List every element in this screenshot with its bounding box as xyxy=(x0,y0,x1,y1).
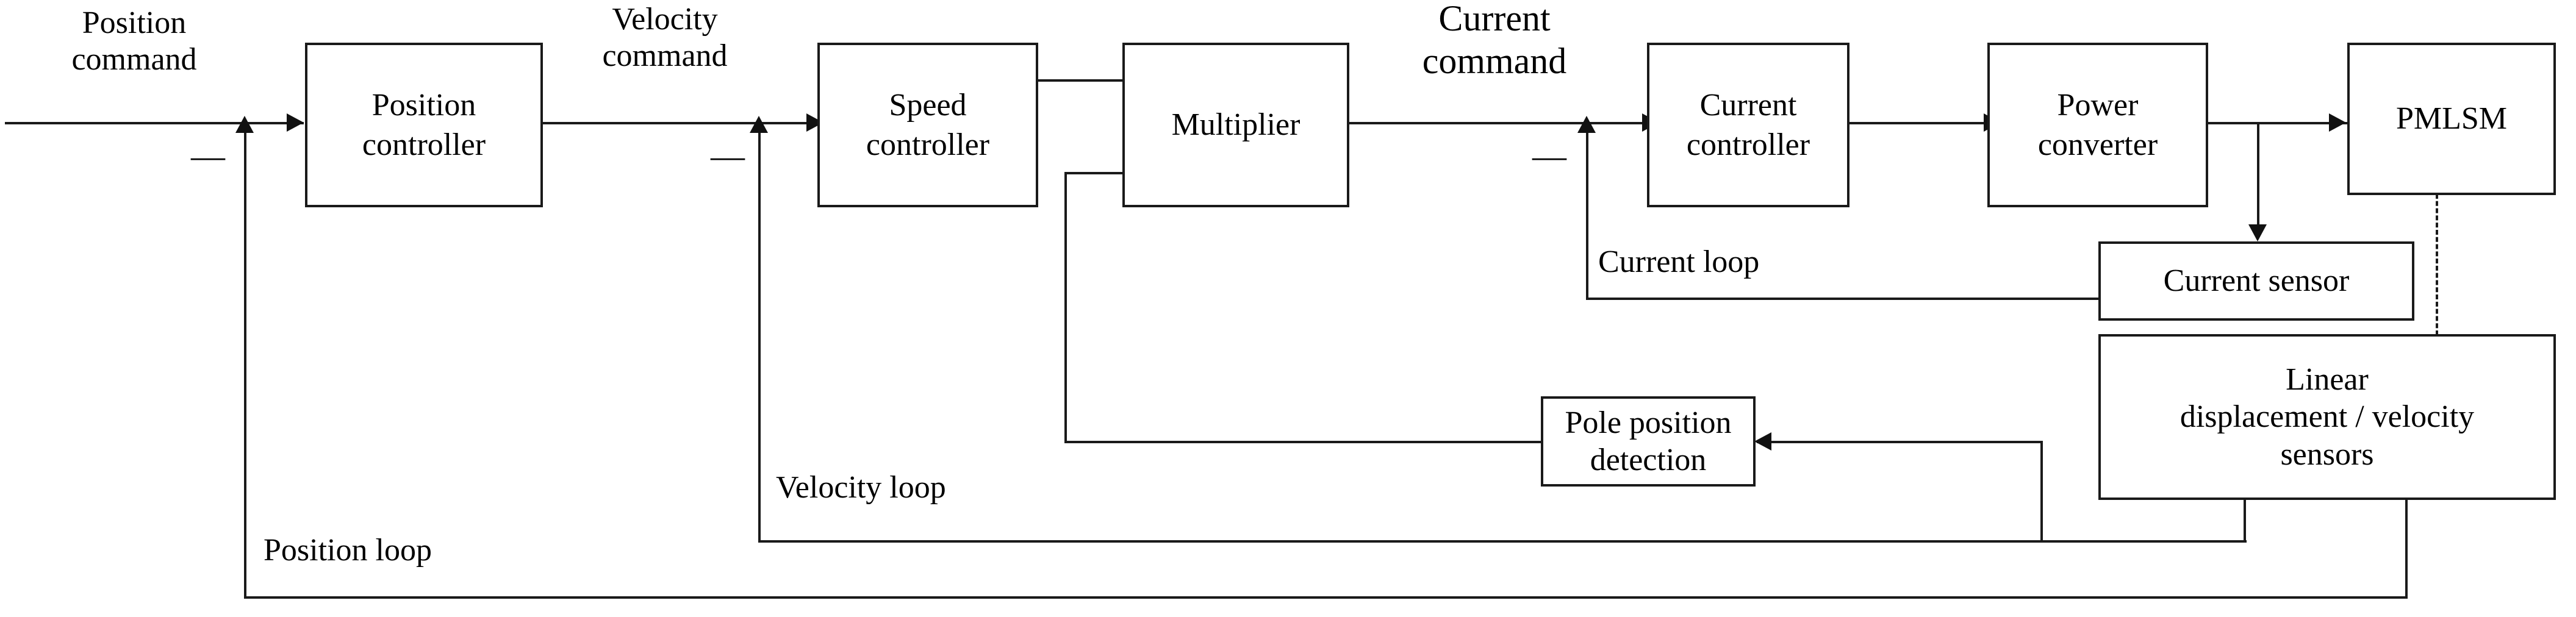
block-current-sensor[interactable]: Current sensor xyxy=(2098,241,2414,321)
arrow-into-pole-detection xyxy=(1754,432,1771,451)
current-error-minus-sign: — xyxy=(1532,137,1566,175)
block-current-controller-label: Current controller xyxy=(1686,88,1810,162)
wire-velocity-loop-riser xyxy=(758,132,761,541)
position-loop-label: Position loop xyxy=(264,533,432,568)
block-pole-position-detection[interactable]: Pole position detection xyxy=(1541,396,1756,487)
wire-velocity-command xyxy=(542,122,823,124)
arrow-velocity-feedback-into-summing xyxy=(750,116,768,133)
wire-into-multiplier-lower xyxy=(1064,172,1153,174)
arrow-position-feedback-into-summing xyxy=(235,116,254,133)
wire-into-pole-detection xyxy=(1757,441,2042,443)
wire-tap-to-current-sensor xyxy=(2257,122,2259,227)
velocity-loop-label: Velocity loop xyxy=(776,470,946,505)
block-multiplier-label: Multiplier xyxy=(1171,107,1301,143)
wire-pole-detection-riser xyxy=(2040,441,2043,542)
wire-current-command xyxy=(1349,122,1660,124)
block-multiplier[interactable]: Multiplier xyxy=(1122,43,1349,207)
wire-current-feedback-horizontal xyxy=(1586,298,2101,300)
wire-pole-to-multiplier-riser xyxy=(1064,172,1067,443)
block-speed-controller-label: Speed controller xyxy=(866,88,990,162)
position-error-minus-sign: — xyxy=(191,137,225,175)
wire-power-to-pmlsm xyxy=(2207,122,2350,124)
block-pmlsm-label: PMLSM xyxy=(2395,101,2508,137)
arrow-current-feedback-into-summing xyxy=(1577,116,1596,133)
velocity-command-label: Velocity command xyxy=(602,2,728,74)
current-command-label: Current command xyxy=(1422,0,1567,81)
block-position-controller-label: Position controller xyxy=(362,88,486,162)
block-current-controller[interactable]: Current controller xyxy=(1647,43,1849,207)
wire-current-to-power xyxy=(1848,122,2006,124)
position-command-label: Position command xyxy=(71,5,197,77)
arrow-into-position-controller xyxy=(287,113,304,132)
wire-sensors-to-position-line xyxy=(2405,499,2408,597)
block-power-converter[interactable]: Power converter xyxy=(1987,43,2208,207)
arrow-into-current-sensor xyxy=(2248,224,2267,241)
wire-speed-to-multiplier xyxy=(1037,79,1153,82)
block-linear-sensors-label: Linear displacement / velocity sensors xyxy=(2180,362,2475,472)
current-loop-label: Current loop xyxy=(1598,244,1760,279)
wire-velocity-loop-horizontal xyxy=(758,540,2247,543)
block-linear-sensors[interactable]: Linear displacement / velocity sensors xyxy=(2098,334,2556,500)
block-pmlsm[interactable]: PMLSM xyxy=(2347,43,2556,195)
wire-pmlsm-to-sensors-dashed xyxy=(2436,194,2438,335)
block-position-controller[interactable]: Position controller xyxy=(305,43,543,207)
block-pole-position-detection-label: Pole position detection xyxy=(1565,405,1732,477)
wire-position-command xyxy=(5,122,304,124)
wire-pole-detection-output xyxy=(1064,441,1541,443)
block-speed-controller[interactable]: Speed controller xyxy=(817,43,1038,207)
wire-sensors-to-velocity-line xyxy=(2244,499,2246,541)
block-power-converter-label: Power converter xyxy=(2037,88,2158,162)
block-current-sensor-label: Current sensor xyxy=(2163,263,2350,299)
arrow-into-pmlsm xyxy=(2329,113,2346,132)
wire-current-feedback-riser xyxy=(1586,132,1588,299)
wire-position-loop-horizontal xyxy=(244,596,2408,599)
wire-position-loop-riser xyxy=(244,132,246,597)
velocity-error-minus-sign: — xyxy=(711,137,745,175)
